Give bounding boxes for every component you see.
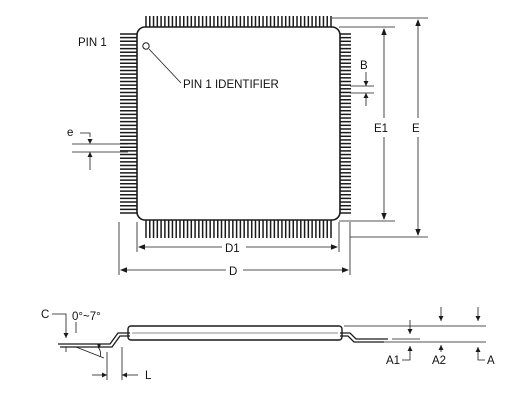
pin-row-left: [120, 33, 137, 214]
dim-angle: 0°~7°: [72, 311, 105, 359]
dim-d: D: [118, 222, 351, 278]
dim-a2-label: A2: [432, 355, 446, 367]
dim-c: C: [41, 309, 69, 352]
pin-row-bottom: [145, 220, 332, 238]
left-lead: [58, 332, 130, 345]
dim-e1-label: E1: [374, 123, 388, 135]
dim-e-label: E: [412, 123, 420, 135]
dim-e-pitch: e: [67, 127, 128, 170]
top-view: PIN 1 PIN 1 IDENTIFIER: [78, 16, 351, 238]
dim-angle-label: 0°~7°: [72, 311, 101, 323]
dim-l-label: L: [145, 370, 152, 382]
dim-e: E: [332, 17, 428, 238]
right-lead: [340, 332, 388, 340]
dim-c-label: C: [41, 309, 49, 321]
dim-a-label: A: [487, 355, 495, 367]
side-view: [58, 325, 486, 348]
dim-d1-label: D1: [225, 243, 240, 255]
pin1-identifier-leader: [148, 48, 182, 84]
pin1-identifier-label: PIN 1 IDENTIFIER: [183, 79, 279, 91]
package-body: [136, 26, 341, 221]
pin-row-top: [145, 16, 332, 27]
dim-e1: E1: [339, 26, 395, 222]
dim-b-label: B: [360, 60, 368, 72]
dim-e-pitch-label: e: [67, 127, 73, 139]
dim-d1: D1: [136, 222, 340, 255]
dim-b: B: [350, 60, 374, 106]
dim-a1-label: A1: [386, 355, 400, 367]
dim-d-label: D: [229, 266, 237, 278]
pin1-label: PIN 1: [78, 37, 107, 49]
dim-a: A: [475, 307, 495, 367]
pin-row-right: [340, 33, 351, 214]
dim-a1: A1: [386, 320, 413, 367]
dim-a2: A2: [432, 307, 446, 367]
pin1-identifier-dot: [142, 42, 150, 50]
dim-l: L: [92, 347, 152, 382]
